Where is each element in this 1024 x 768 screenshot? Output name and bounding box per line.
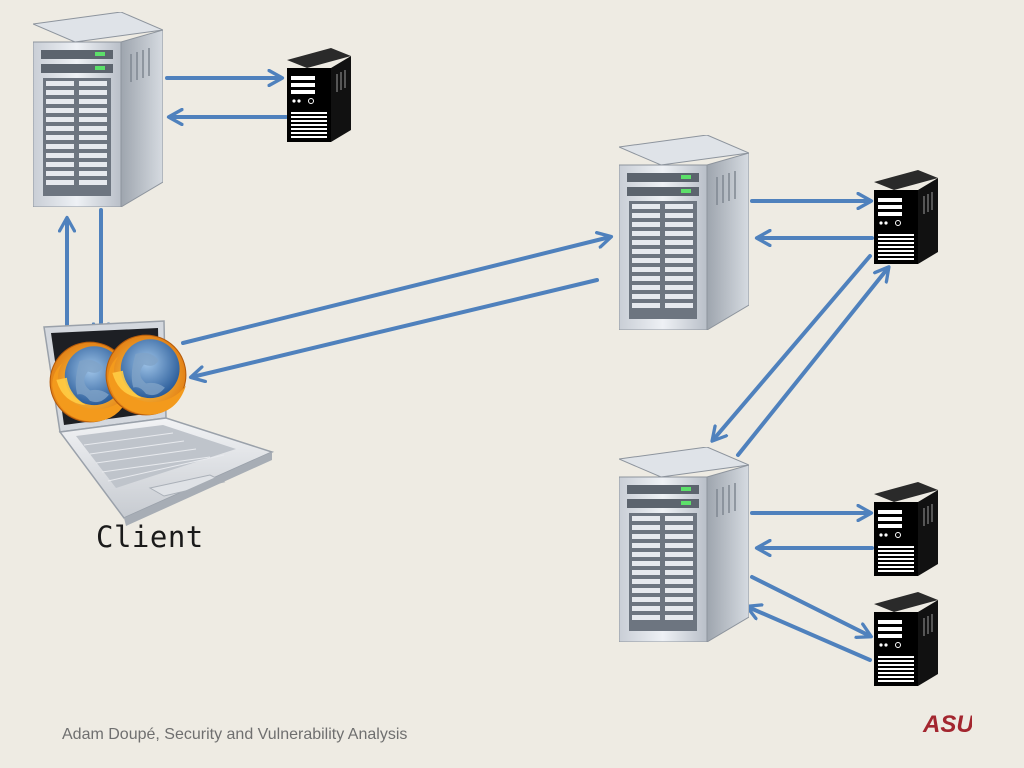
connection-arrows: [67, 78, 888, 662]
rack-server-icon: [33, 12, 163, 207]
rack-server-icon: [619, 447, 749, 642]
arrow-web3-to-backend2: [736, 268, 888, 457]
footer-text: Adam Doupé, Security and Vulnerability A…: [62, 726, 408, 743]
arrow-client-to-web2: [181, 237, 610, 345]
client-label: Client: [96, 520, 204, 554]
rack-server-icon: [619, 135, 749, 330]
asu-logo-text: ASU: [922, 711, 972, 736]
tower-server-icon: [874, 482, 938, 576]
arrow-web2-to-client: [192, 278, 599, 377]
tower-server-icon: [874, 170, 938, 264]
tower-server-icon: [874, 592, 938, 686]
arrow-backend2-to-web3: [713, 254, 872, 440]
arrow-web3-to-backend4: [750, 575, 870, 636]
arrow-backend4-to-web3: [748, 607, 872, 662]
asu-logo: ASU: [922, 711, 972, 736]
tower-server-icon: [287, 48, 351, 142]
firefox-icon: [105, 334, 187, 416]
